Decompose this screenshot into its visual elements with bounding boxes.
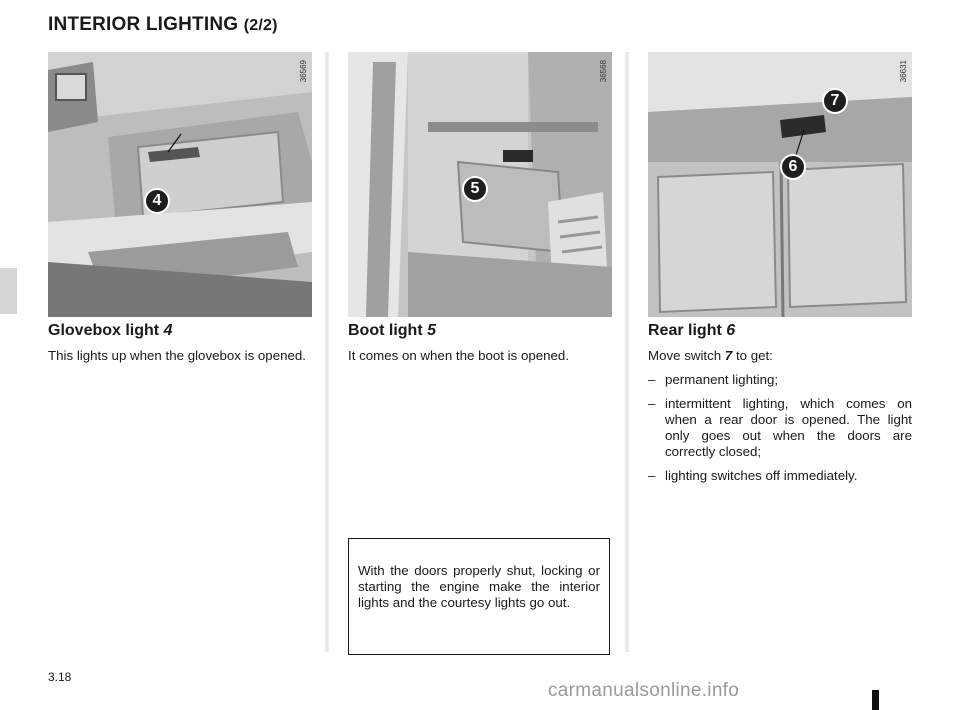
glovebox-section: Glovebox light 4 This lights up when the…: [48, 322, 312, 372]
watermark: carmanualsonline.info: [548, 680, 740, 701]
boot-description: It comes on when the boot is opened.: [348, 348, 570, 363]
heading-number: 4: [163, 322, 173, 339]
rear-photo: 36631 7 6: [648, 52, 912, 317]
column-divider: [324, 52, 330, 652]
heading-number: 5: [427, 322, 436, 339]
photo-reference: 36631: [899, 60, 908, 83]
list-item: –intermittent lighting, which comes on w…: [648, 396, 912, 459]
list-item: –lighting switches off immediately.: [648, 468, 858, 483]
column-divider: [624, 52, 630, 652]
callout-5: 5: [462, 176, 488, 202]
corner-mark: [872, 690, 879, 710]
page-title: INTERIOR LIGHTING (2/2): [48, 14, 278, 36]
glovebox-heading: Glovebox light 4: [48, 322, 173, 339]
callout-4: 4: [144, 188, 170, 214]
title-text: INTERIOR LIGHTING: [48, 14, 239, 35]
rear-options-list: –permanent lighting; –intermittent light…: [648, 372, 912, 484]
callout-7: 7: [822, 88, 848, 114]
boot-heading: Boot light 5: [348, 322, 436, 339]
switch-number: 7: [724, 348, 733, 363]
note-box: With the doors properly shut, locking or…: [348, 538, 610, 655]
photo-reference: 36569: [299, 60, 308, 83]
photo-reference: 36568: [599, 60, 608, 83]
rear-intro: Move switch 7 to get:: [648, 348, 773, 363]
title-suffix: (2/2): [243, 17, 278, 34]
list-item: –permanent lighting;: [648, 372, 779, 387]
boot-photo: 36568 5: [348, 52, 612, 317]
heading-number: 6: [726, 322, 736, 339]
page-number: 3.18: [48, 670, 72, 684]
rear-heading: Rear light 6: [648, 322, 736, 339]
glovebox-description: This lights up when the glovebox is open…: [48, 348, 306, 363]
callout-6: 6: [780, 154, 806, 180]
note-text: With the doors properly shut, locking or…: [358, 563, 600, 610]
section-tab: [0, 268, 17, 314]
glovebox-photo: 36569 4: [48, 52, 312, 317]
rear-section: Rear light 6 Move switch 7 to get: –perm…: [648, 322, 912, 492]
boot-section: Boot light 5 It comes on when the boot i…: [348, 322, 612, 372]
